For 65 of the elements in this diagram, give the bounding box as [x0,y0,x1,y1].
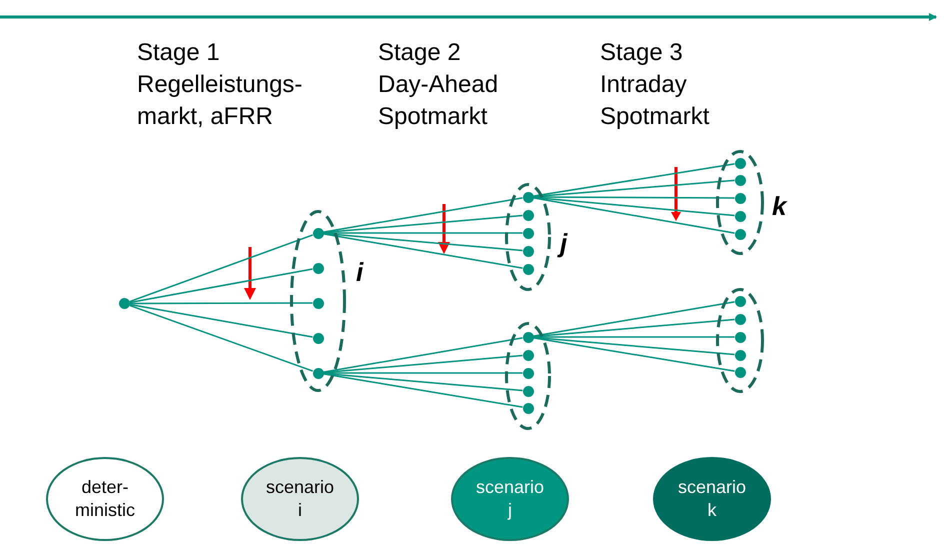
tree-node-dot [734,228,746,240]
tree-node-dot [312,332,324,344]
stage-index-label: k [772,192,786,220]
tree-branch-line [534,336,734,338]
tree-branch-line [130,302,312,304]
stage-index-label: i [356,258,364,286]
tree-node-dot [522,402,534,414]
tree-node-dot [312,298,324,308]
tree-branch-line [323,373,523,408]
tree-branch-line [323,197,523,233]
tree-node-dot [734,366,746,378]
tree-branch-line [323,232,523,252]
tree-branch-line [130,304,313,338]
scenario-type-ellipse: deter-ministic [46,457,164,541]
tree-node-dot [312,228,324,238]
tree-branch-line [323,233,523,269]
tree-branch-line [323,372,523,392]
tree-node-dot [522,368,534,378]
tree-branch-line [130,268,313,304]
stage-label: Regelleistungs-markt, aFRR [137,70,304,132]
tree-node-dot [522,264,534,274]
scenario-type-ellipse: scenario i [241,457,359,541]
stage-label: Stage 1 [137,38,220,68]
tree-node-dot [734,210,746,222]
tree-branch-line [323,214,523,234]
tree-branch-line [324,372,522,374]
tree-branch-line [533,318,735,338]
tree-node-dot [734,174,746,186]
tree-branch-line [129,304,314,372]
dashed-group-ellipse [716,288,764,393]
tree-branch-line [533,163,735,197]
tree-branch-line [323,337,523,373]
tree-branch-line [533,196,735,216]
tree-node-dot [734,314,746,324]
tree-branch-line [533,180,735,198]
tree-node-dot [734,192,746,204]
tree-node-dot [119,298,130,309]
tree-node-dot [522,386,534,396]
tree-node-dot [522,192,534,202]
tree-node-dot [734,296,746,306]
dashed-group-ellipse [505,322,551,430]
tree-branch-line [533,337,735,372]
tree-node-dot [312,368,324,378]
tree-node-dot [522,350,534,360]
stage-label: Stage 3 [600,38,683,68]
tree-branch-line [534,196,734,199]
tree-branch-line [324,232,522,234]
tree-node-dot [734,158,746,168]
scenario-type-ellipse: scenario k [653,457,771,541]
stage-label: Day-Ahead Spotmarkt [378,70,500,132]
tree-branch-line [323,354,523,374]
tree-branch-line [533,301,735,337]
tree-branch-line [129,234,314,302]
tree-node-dot [312,262,324,274]
tree-node-dot [522,332,534,342]
tree-node-dot [522,246,534,256]
tree-node-dot [522,228,534,238]
tree-branch-line [533,197,735,234]
stage-label: Intraday Spotmarkt [600,70,710,132]
tree-node-dot [734,332,746,342]
scenario-type-ellipse: scenario j [451,457,569,541]
tree-branch-line [533,336,735,356]
stage-label: Stage 2 [378,38,461,68]
tree-node-dot [522,210,534,220]
tree-node-dot [734,350,746,360]
